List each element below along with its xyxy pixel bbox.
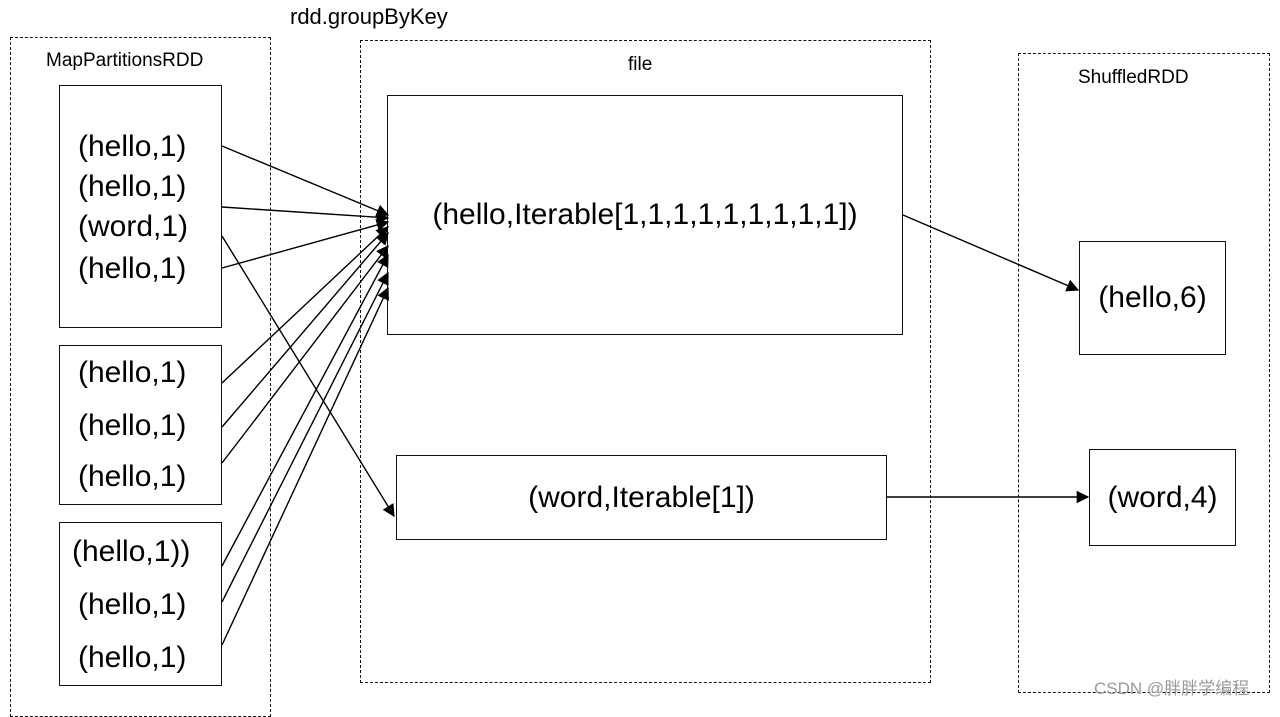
file-panel-label: file [628,54,653,75]
arrow-p1-word [221,235,395,518]
shuffled-rdd-label: ShuffledRDD [1078,67,1189,88]
diagram-title: rdd.groupByKey [290,4,448,29]
partition-1-record-3: (word,1) [78,210,189,243]
arrow-p3-hello-3 [221,286,389,646]
partition-2-record-2: (hello,1) [78,409,187,442]
shuffled-rdd-panel [1018,53,1270,693]
partition-2-record-3: (hello,1) [78,460,187,493]
file-panel [360,40,931,683]
partition-1-box [59,85,222,328]
partition-2-box [59,345,222,505]
arrow-p2-hello-1 [221,226,389,384]
arrow-p2-hello-2 [221,232,389,428]
partition-3-box [59,522,222,686]
result-hello-label: (hello,6) [1098,281,1207,314]
map-partitions-label: MapPartitionsRDD [46,50,204,71]
result-word-label: (word,4) [1107,480,1218,514]
partition-3-record-1: (hello,1)) [72,535,191,568]
partition-1-record-1: (hello,1) [78,130,187,163]
group-hello-label: (hello,Iterable[1,1,1,1,1,1,1,1,1]) [432,198,858,231]
result-word-box: (word,4) [1089,449,1236,546]
arrow-p1-hello-4 [221,218,390,269]
arrow-p3-hello-1 [221,253,389,567]
arrow-p1-hello-2 [221,206,390,224]
partition-3-record-3: (hello,1) [78,641,187,674]
result-hello-box: (hello,6) [1079,241,1226,355]
partition-1-record-2: (hello,1) [78,170,187,203]
arrow-p3-hello-2 [221,271,389,603]
partition-3-record-2: (hello,1) [78,588,187,621]
arrow-p1-hello-1 [221,145,390,217]
watermark-text: CSDN @胖胖学编程 [1094,679,1250,698]
arrow-hello-result [902,214,1080,292]
group-word-label: (word,Iterable[1]) [528,480,755,514]
partition-2-record-1: (hello,1) [78,356,187,389]
group-hello-box: (hello,Iterable[1,1,1,1,1,1,1,1,1]) [387,95,903,335]
arrow-p2-hello-3 [221,244,389,464]
partition-1-record-4: (hello,1) [78,252,187,285]
group-word-box: (word,Iterable[1]) [396,455,887,540]
